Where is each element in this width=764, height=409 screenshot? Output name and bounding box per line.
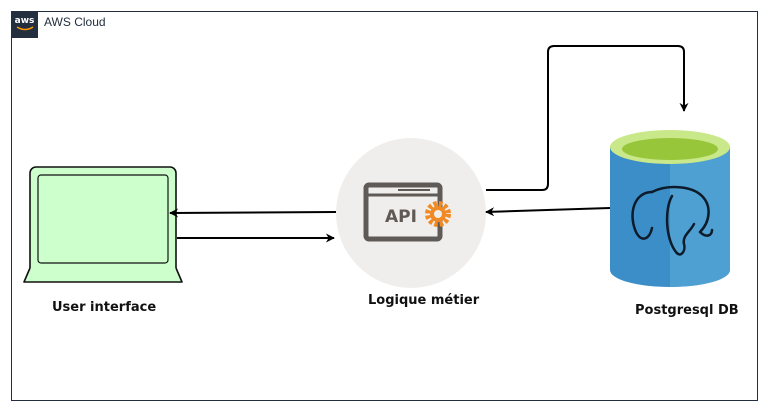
postgresql-database-icon: [610, 130, 730, 287]
aws-cloud-title: AWS Cloud: [44, 15, 106, 29]
svg-text:API: API: [385, 207, 417, 227]
aws-logo-icon: aws: [11, 11, 38, 38]
arrow-logic-to-ui: [169, 208, 337, 218]
arrow-logic-to-db: [486, 45, 689, 191]
laptop-icon: [23, 166, 183, 283]
user-interface-label: User interface: [52, 300, 157, 315]
database-label: Postgresql DB: [635, 303, 739, 318]
arrow-db-to-logic: [485, 207, 611, 217]
aws-cloud-group: [11, 11, 758, 401]
business-logic-label: Logique métier: [368, 293, 480, 308]
api-gear-icon: API: [363, 182, 451, 242]
api-node: [336, 138, 486, 288]
